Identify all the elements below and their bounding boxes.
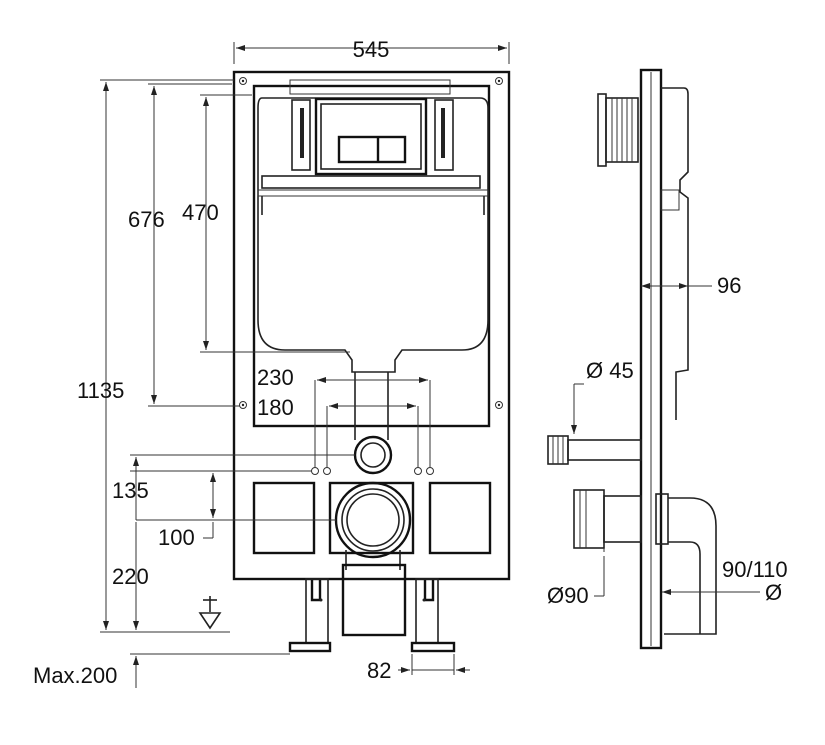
label-max-adjust: Max.200	[33, 663, 117, 688]
support-bar	[261, 175, 481, 189]
label-overall-height: 1135	[77, 378, 124, 403]
flush-plate	[314, 97, 428, 176]
label-spacing-inner: 180	[257, 395, 294, 420]
flush-buttons	[337, 135, 407, 164]
label-depth: 96	[717, 273, 741, 298]
tank-cap	[289, 79, 451, 95]
label-width: 545	[353, 37, 390, 62]
side-actuator	[597, 93, 639, 167]
dimension-labels: 545 1135 676 470 230 180 135 100 220 Max…	[33, 37, 788, 688]
left-foot	[288, 641, 332, 653]
label-foot-width: 82	[367, 658, 391, 683]
frame-screws	[239, 77, 503, 409]
label-outlet-diameter: Ø90	[547, 583, 589, 608]
right-foot	[410, 641, 456, 653]
side-view	[547, 68, 717, 650]
left-leg-base	[310, 579, 322, 602]
side-cistern	[661, 87, 689, 420]
tank-body	[257, 97, 489, 373]
label-tank-height: 676	[128, 207, 165, 232]
label-plate-height: 470	[182, 200, 219, 225]
label-drain-symbol: Ø	[765, 580, 782, 605]
front-view	[198, 70, 511, 653]
label-outlet-offset: 100	[158, 525, 195, 550]
right-bracket-box	[428, 481, 492, 555]
cistern-outline	[252, 84, 491, 428]
left-leg	[305, 578, 329, 644]
floor-level-icon	[198, 596, 222, 630]
label-inlet-height: 135	[112, 478, 149, 503]
side-dimensions	[571, 283, 760, 597]
label-spacing-outer: 230	[257, 365, 294, 390]
side-frame	[639, 68, 663, 650]
right-leg	[415, 578, 439, 644]
outlet-bend	[341, 563, 407, 637]
label-inlet-diameter: Ø 45	[586, 358, 634, 383]
label-outlet-height: 220	[112, 564, 149, 589]
left-valve	[291, 99, 311, 171]
label-drain-diameter: 90/110	[722, 557, 788, 582]
left-bracket-box	[252, 481, 316, 555]
frame-outline	[232, 70, 511, 581]
front-dimensions	[100, 42, 510, 688]
side-inlet	[547, 435, 642, 465]
right-valve	[434, 99, 454, 171]
side-outlet	[573, 489, 717, 635]
